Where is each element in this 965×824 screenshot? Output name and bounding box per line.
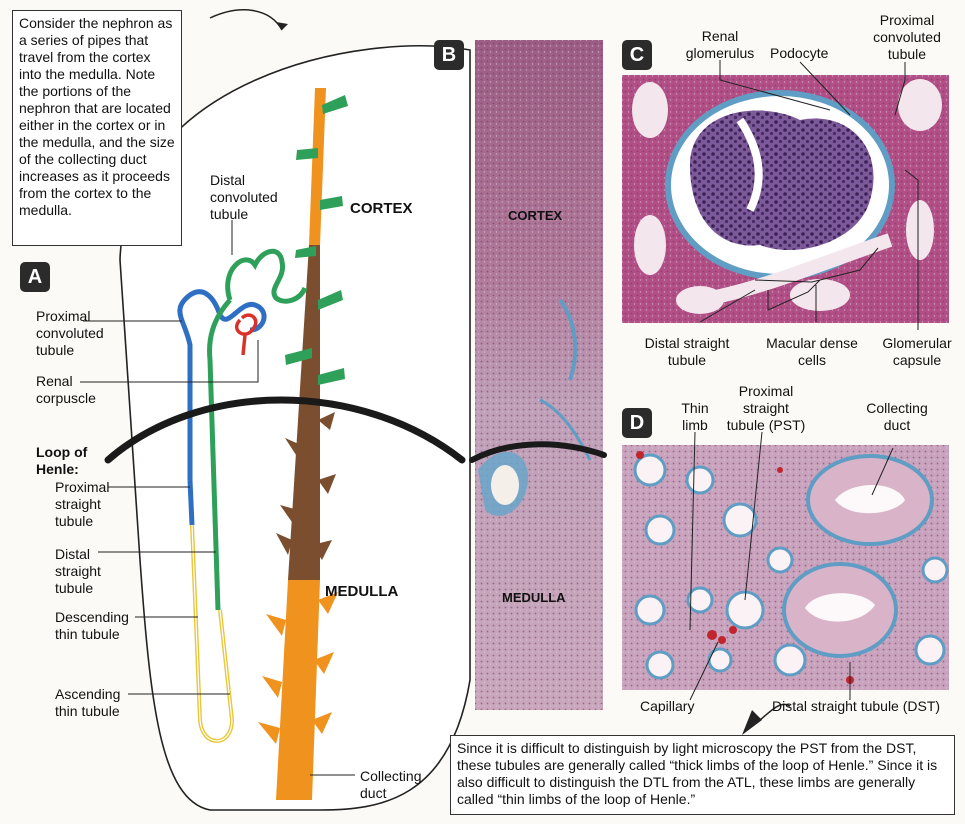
panel-c-badge: C <box>622 40 652 70</box>
label-distal-straight-tubule-dst: Distal straight tubule (DST) <box>772 698 941 714</box>
label-podocyte: Podocyte <box>770 45 829 61</box>
leaders-d <box>689 431 894 701</box>
corticomedullary-boundary-b <box>469 441 607 463</box>
renal-corpuscle-shape <box>234 313 258 356</box>
distal-convoluted-tubule <box>225 249 308 304</box>
label-descending-thin-tubule: Descending thin tubule <box>55 609 129 642</box>
medulla-label-a: MEDULLA <box>325 583 399 600</box>
panel-a-badge: A <box>20 262 50 292</box>
label-loop-of-henle: Loop of Henle: <box>36 444 88 477</box>
label-proximal-straight-tubule-pst: Proximal straight tubule (PST) <box>726 383 806 433</box>
proximal-straight-tubule-line <box>187 479 195 526</box>
label-renal-glomerulus: Renal glomerulus <box>685 28 755 61</box>
label-distal-straight-tubule-c: Distal straight tubule <box>644 335 730 368</box>
panel-d-badge: D <box>622 408 652 438</box>
label-macular-dense-cells: Macular dense cells <box>766 335 858 368</box>
label-proximal-straight-tubule: Proximal straight tubule <box>55 479 110 529</box>
panel-b-badge: B <box>434 40 464 70</box>
label-thin-limb: Thin limb <box>681 400 709 433</box>
cortex-label-b: CORTEX <box>508 208 563 223</box>
cortical-branches <box>285 95 348 385</box>
label-glomerular-capsule: Glomerular capsule <box>882 335 952 368</box>
bottom-note: Since it is difficult to distinguish by … <box>450 735 955 815</box>
collecting-duct-brown <box>288 245 320 580</box>
lower-branches <box>258 592 338 744</box>
cortex-label-a: CORTEX <box>350 200 413 217</box>
label-capillary: Capillary <box>640 698 695 714</box>
label-distal-straight-tubule: Distal straight tubule <box>55 546 101 596</box>
label-distal-convoluted-tubule: Distal convoluted tubule <box>210 172 278 222</box>
leaders-c <box>699 60 919 330</box>
collecting-duct-lower <box>276 580 320 800</box>
intro-note: Consider the nephron as a series of pipe… <box>12 10 182 246</box>
medulla-label-b: MEDULLA <box>502 590 566 605</box>
medullary-branches <box>276 412 336 560</box>
distal-straight-tubule-line <box>207 298 232 611</box>
label-proximal-convoluted-tubule: Proximal convoluted tubule <box>36 308 104 358</box>
label-collecting-duct-a: Collecting duct <box>360 768 422 801</box>
label-ascending-thin-tubule: Ascending thin tubule <box>55 686 121 719</box>
collecting-duct-cortex <box>309 88 326 245</box>
label-proximal-convoluted-tubule-c: Proximal convoluted tubule <box>873 12 941 62</box>
label-renal-corpuscle: Renal corpuscle <box>36 373 96 406</box>
leaders-a <box>80 220 355 776</box>
kidney-outline <box>119 45 471 811</box>
corticomedullary-boundary-a <box>104 396 466 464</box>
note-arrow <box>209 9 283 31</box>
label-collecting-duct-d: Collecting duct <box>866 400 928 433</box>
